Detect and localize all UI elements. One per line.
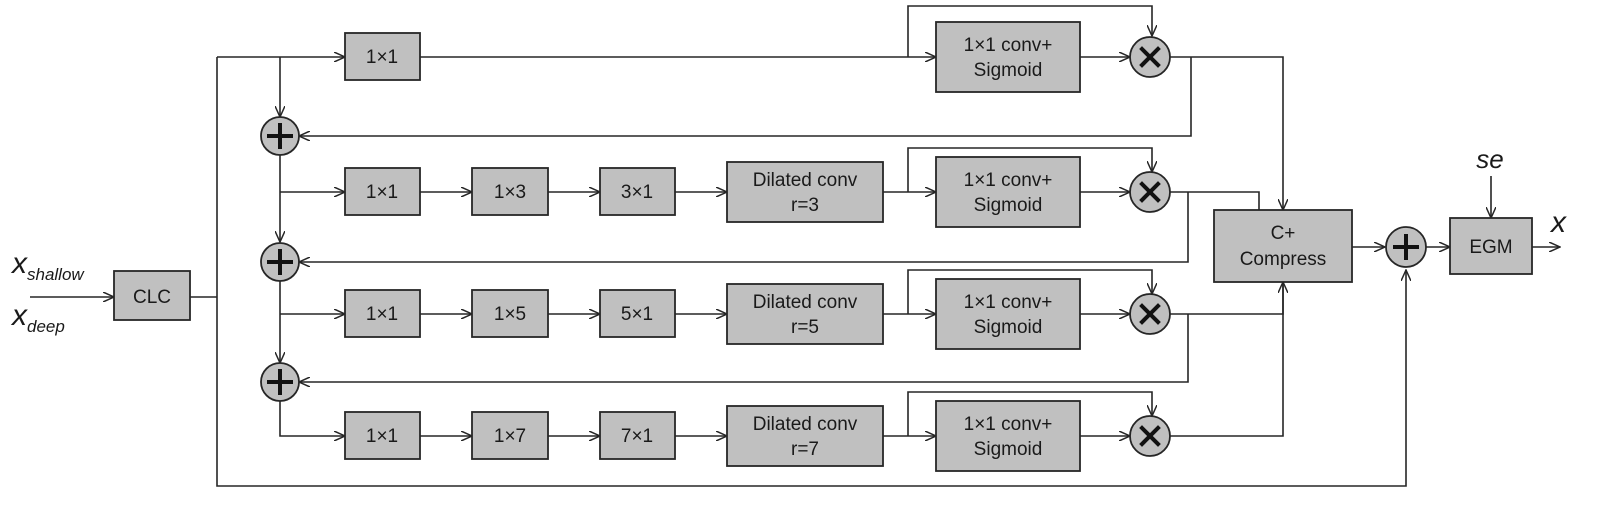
b1-convkx1-label: 3×1	[621, 182, 653, 203]
compress-block	[1213, 209, 1353, 283]
clc-block	[113, 270, 191, 321]
multiply-node-1	[1129, 36, 1171, 78]
b2-dilated-block	[726, 283, 884, 345]
se-label: se	[1476, 144, 1503, 174]
b3-bypass-to-mult	[907, 391, 1152, 436]
b1-convkx1-block	[599, 167, 676, 216]
output-x-label: x	[1549, 206, 1567, 239]
b1-feedback-to-plus2	[299, 192, 1189, 262]
b2-convkx1-block	[599, 289, 676, 338]
compress-line1: C+	[1271, 223, 1296, 244]
b0-to-compress	[1170, 56, 1283, 210]
residual-skip-wire	[216, 57, 1406, 487]
x-shallow-symbol: x	[10, 247, 28, 280]
b2-to-compress	[1170, 282, 1283, 315]
b1-dilated-line1: Dilated conv	[753, 170, 858, 191]
b1-conv1x1-label: 1×1	[366, 182, 398, 203]
plus-node-1	[260, 116, 300, 156]
b1-dilated-rate: r=3	[791, 195, 819, 216]
plus-node-3	[260, 362, 300, 402]
b1-sigmoid-block	[935, 156, 1081, 228]
b3-dilated-block	[726, 405, 884, 467]
b3-convkx1-label: 7×1	[621, 426, 653, 447]
variable-labels: xshallow xdeep se x	[10, 144, 1567, 336]
x-deep-subscript: deep	[27, 317, 65, 336]
b2-convkx1-label: 5×1	[621, 304, 653, 325]
sum-node	[1385, 226, 1427, 268]
b2-conv1xk-block	[471, 289, 549, 338]
b2-feedback-to-plus3	[299, 314, 1189, 382]
b3-conv1x1-block	[344, 411, 421, 460]
x-deep-label: xdeep	[10, 299, 65, 336]
b2-sigmoid-block	[935, 278, 1081, 350]
b1-sigmoid-line1: 1×1 conv+	[964, 170, 1053, 191]
b3-conv1xk-block	[471, 411, 549, 460]
b1-to-compress	[1170, 191, 1260, 210]
egm-block	[1449, 217, 1533, 275]
operators	[260, 36, 1427, 457]
b0-sigmoid-line1: 1×1 conv+	[964, 35, 1053, 56]
b3-to-compress	[1170, 282, 1284, 437]
egm-label: EGM	[1469, 237, 1512, 258]
b2-conv1x1-label: 1×1	[366, 304, 398, 325]
b0-conv1x1-label: 1×1	[366, 47, 398, 68]
b1-conv1xk-label: 1×3	[494, 182, 526, 203]
b3-sigmoid-line1: 1×1 conv+	[964, 414, 1053, 435]
multiply-node-2	[1129, 171, 1171, 213]
clc-label: CLC	[133, 287, 171, 308]
b0-sigmoid-block	[935, 21, 1081, 93]
b3-conv1x1-label: 1×1	[366, 426, 398, 447]
connections	[30, 5, 1560, 487]
x-shallow-label: xshallow	[10, 247, 85, 284]
b1-dilated-block	[726, 161, 884, 223]
b3-dilated-line1: Dilated conv	[753, 414, 858, 435]
b0-sigmoid-line2: Sigmoid	[974, 60, 1043, 81]
x-shallow-subscript: shallow	[27, 265, 85, 284]
b2-conv1xk-label: 1×5	[494, 304, 526, 325]
b1-conv1x1-block	[344, 167, 421, 216]
b0-bypass-to-mult	[907, 5, 1152, 57]
b3-input-wire	[279, 401, 345, 436]
b2-conv1x1-block	[344, 289, 421, 338]
compress-line2: Compress	[1240, 249, 1327, 270]
b0-feedback-to-plus1	[299, 57, 1192, 136]
b3-conv1xk-label: 1×7	[494, 426, 526, 447]
b3-convkx1-block	[599, 411, 676, 460]
b1-sigmoid-line2: Sigmoid	[974, 195, 1043, 216]
blocks: CLC 1×1 1×1 conv+ Sigmoid 1×1 1×3 3×1 Di…	[113, 21, 1533, 472]
b3-sigmoid-block	[935, 400, 1081, 472]
b2-sigmoid-line1: 1×1 conv+	[964, 292, 1053, 313]
b1-conv1xk-block	[471, 167, 549, 216]
b3-dilated-rate: r=7	[791, 439, 819, 460]
b2-sigmoid-line2: Sigmoid	[974, 317, 1043, 338]
b2-dilated-line1: Dilated conv	[753, 292, 858, 313]
b3-sigmoid-line2: Sigmoid	[974, 439, 1043, 460]
b0-conv1x1-block	[344, 32, 421, 81]
multiply-node-3	[1129, 293, 1171, 335]
x-deep-symbol: x	[10, 299, 28, 332]
b2-bypass-to-mult	[907, 269, 1152, 314]
b1-bypass-to-mult	[907, 147, 1152, 192]
b2-dilated-rate: r=5	[791, 317, 819, 338]
plus-node-2	[260, 242, 300, 282]
multiply-node-4	[1129, 415, 1171, 457]
